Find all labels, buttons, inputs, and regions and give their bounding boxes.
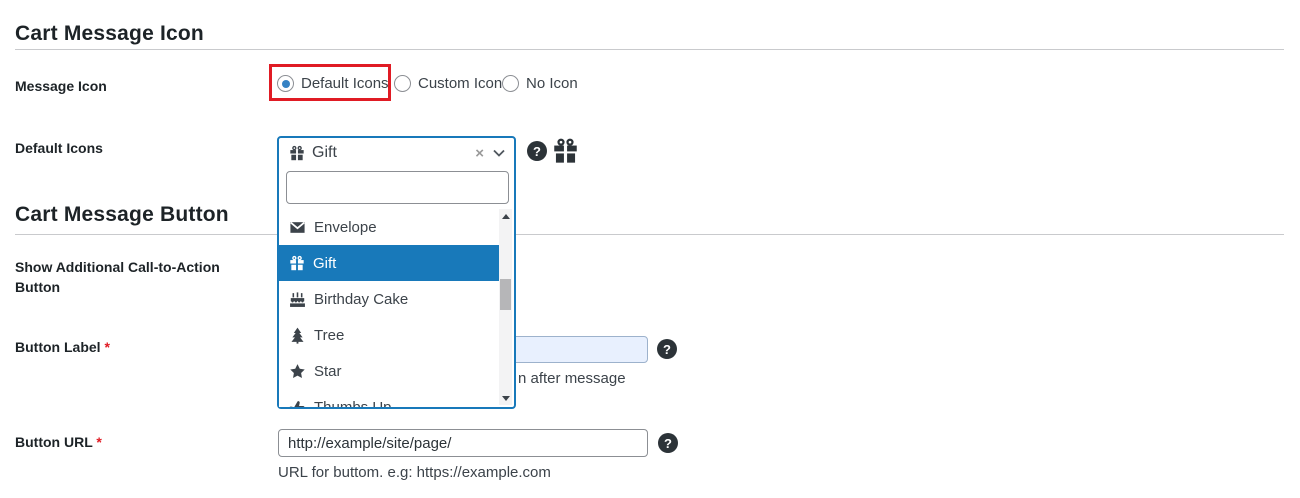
option-tree[interactable]: Tree bbox=[279, 317, 499, 353]
cta-toggle-label: Show Additional Call-to-Action Button bbox=[15, 259, 220, 295]
button-label-helper-text: n after message bbox=[518, 370, 626, 387]
scroll-down-icon[interactable] bbox=[499, 391, 512, 405]
radio-option-default-icons[interactable]: Default Icons bbox=[277, 75, 389, 92]
scroll-up-icon[interactable] bbox=[499, 209, 512, 223]
clear-selection-icon[interactable]: × bbox=[475, 144, 484, 162]
tree-icon bbox=[289, 327, 306, 344]
default-icons-help-icon[interactable]: ? bbox=[527, 141, 547, 161]
radio-no-icon-label: No Icon bbox=[526, 75, 578, 92]
birthday-cake-icon bbox=[289, 291, 306, 308]
default-icons-select[interactable]: Gift × Envelope Gift Birthday Cake bbox=[277, 136, 516, 409]
chevron-down-icon[interactable] bbox=[493, 149, 505, 157]
thumbs-up-icon bbox=[289, 399, 306, 407]
button-url-help-icon[interactable]: ? bbox=[658, 433, 678, 453]
button-url-helper-text: URL for buttom. e.g: https://example.com bbox=[278, 464, 551, 481]
button-label-help-icon[interactable]: ? bbox=[657, 339, 677, 359]
default-icons-label: Default Icons bbox=[15, 140, 103, 156]
button-label-field-label: Button Label * bbox=[15, 339, 110, 355]
scrollbar-thumb[interactable] bbox=[500, 279, 511, 310]
required-asterisk: * bbox=[104, 339, 110, 355]
option-thumbs-up[interactable]: Thumbs Up bbox=[279, 389, 499, 407]
dropdown-scrollbar[interactable] bbox=[499, 209, 512, 405]
select-search-input[interactable] bbox=[286, 171, 509, 204]
gift-icon bbox=[289, 145, 305, 161]
selected-option-text: Gift bbox=[312, 144, 337, 161]
required-asterisk: * bbox=[96, 434, 102, 450]
radio-default-icons-label: Default Icons bbox=[301, 75, 389, 92]
radio-option-no-icon[interactable]: No Icon bbox=[502, 75, 578, 92]
button-url-field-label: Button URL * bbox=[15, 434, 102, 450]
radio-custom-icon-label: Custom Icon bbox=[418, 75, 503, 92]
message-icon-label: Message Icon bbox=[15, 78, 107, 94]
radio-option-custom-icon[interactable]: Custom Icon bbox=[394, 75, 502, 92]
gift-icon bbox=[289, 255, 305, 271]
section-title-cart-message-icon: Cart Message Icon bbox=[15, 22, 204, 45]
gift-icon bbox=[552, 137, 579, 164]
radio-default-icons[interactable] bbox=[277, 75, 294, 92]
select-options-list: Envelope Gift Birthday Cake Tree Star Th… bbox=[279, 209, 499, 407]
option-envelope[interactable]: Envelope bbox=[279, 209, 499, 245]
radio-no-icon[interactable] bbox=[502, 75, 519, 92]
envelope-icon bbox=[289, 219, 306, 236]
select-selected-value[interactable]: Gift × bbox=[279, 138, 514, 168]
radio-custom-icon[interactable] bbox=[394, 75, 411, 92]
select-search-wrap bbox=[279, 168, 514, 209]
option-birthday-cake[interactable]: Birthday Cake bbox=[279, 281, 499, 317]
option-star[interactable]: Star bbox=[279, 353, 499, 389]
button-url-input[interactable] bbox=[278, 429, 648, 457]
section-divider bbox=[15, 49, 1284, 50]
star-icon bbox=[289, 363, 306, 380]
option-gift[interactable]: Gift bbox=[279, 245, 499, 281]
section-divider bbox=[15, 234, 1284, 235]
section-title-cart-message-button: Cart Message Button bbox=[15, 203, 229, 226]
